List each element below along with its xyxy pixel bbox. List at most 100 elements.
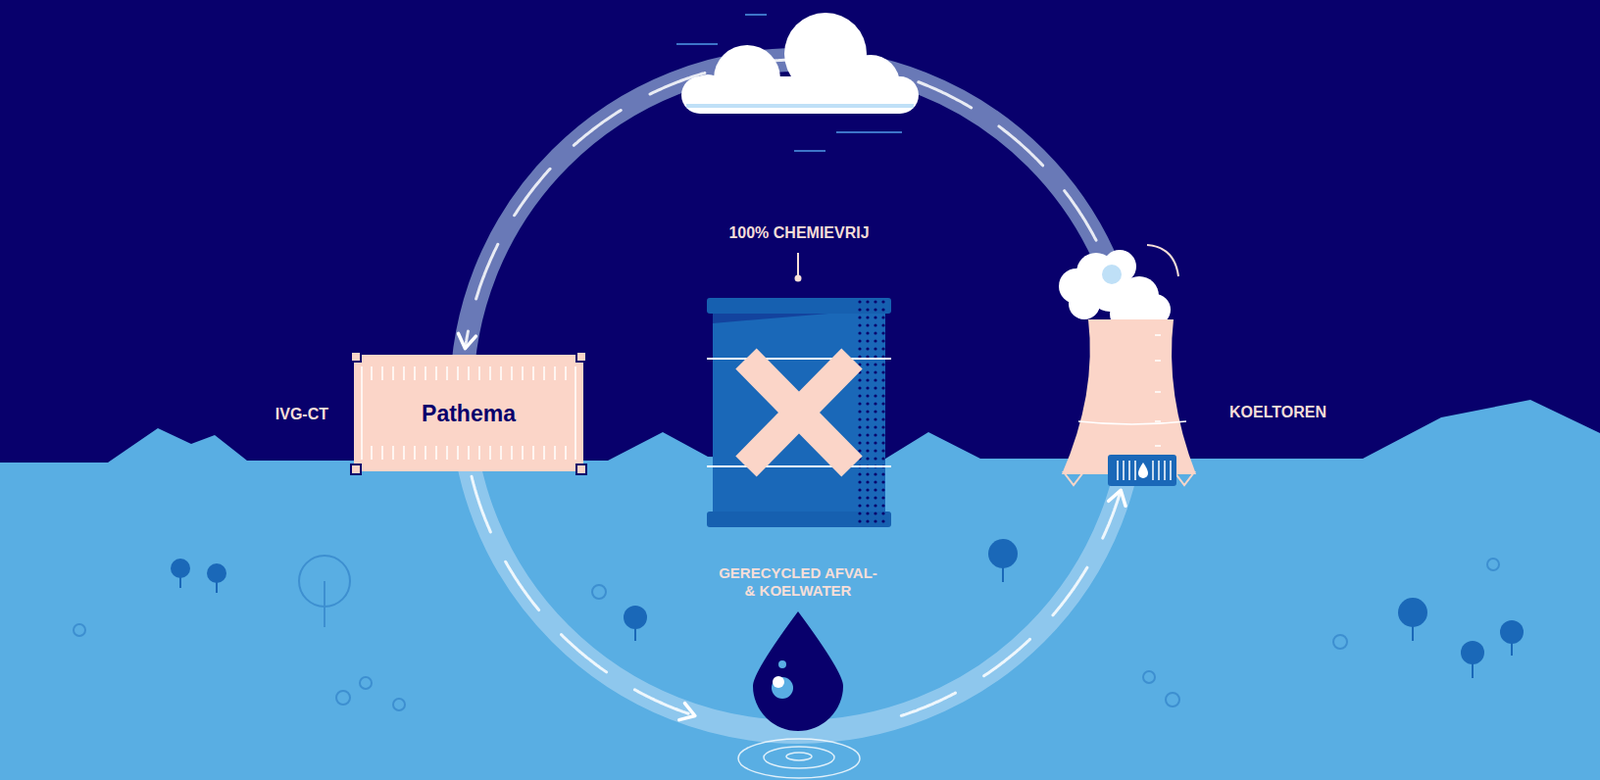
- barrel-body: [712, 307, 886, 518]
- cloud-lines: [676, 14, 902, 151]
- water-box: [1107, 454, 1177, 487]
- ripples: [738, 739, 860, 779]
- water-box-line: [1163, 460, 1166, 481]
- container-ridge: [435, 366, 438, 381]
- tower-mark: [1154, 359, 1161, 362]
- drop-bubble: [772, 676, 785, 689]
- container-ridge: [467, 366, 470, 381]
- cloud: [676, 12, 919, 151]
- container-ridge: [532, 366, 535, 381]
- cloud-shade: [686, 103, 914, 108]
- ripple: [738, 739, 860, 779]
- barrel-bottom-shade: [853, 511, 890, 528]
- drop-bubble: [771, 677, 794, 700]
- tower-mark: [1154, 445, 1161, 448]
- container-ridge: [456, 366, 459, 381]
- container-ridge: [532, 446, 535, 460]
- outline-tree-stem: [323, 581, 326, 628]
- drop-body: [752, 611, 844, 732]
- ring: [336, 691, 350, 705]
- container-ridge: [521, 366, 524, 381]
- container-ridge: [370, 366, 373, 381]
- container-ridge: [402, 446, 405, 460]
- container-ridge: [424, 366, 427, 381]
- cooling-tower: [1049, 245, 1201, 486]
- barrel-bottom: [706, 511, 892, 528]
- container-corner: [576, 351, 587, 362]
- container-ridge: [392, 366, 395, 381]
- side-label: KOELTOREN: [1229, 402, 1327, 422]
- container-ridge: [510, 446, 513, 460]
- steam-shade: [1101, 264, 1122, 285]
- cross-mark: [746, 358, 852, 467]
- container-ridge: [478, 366, 481, 381]
- ring: [359, 677, 372, 690]
- container-edge: [574, 366, 577, 460]
- tree-stem: [1510, 638, 1513, 656]
- container-body: [353, 354, 584, 472]
- container-ridge: [489, 366, 492, 381]
- cooling-tower-node: KOELTOREN: [1049, 245, 1201, 486]
- barrel-top-shade: [853, 298, 890, 314]
- container-corner: [350, 464, 361, 475]
- container-ridge: [521, 446, 524, 460]
- container-edge: [360, 366, 363, 460]
- chemical-barrel: [706, 298, 892, 528]
- water-box-line: [1116, 460, 1119, 481]
- tree-stem: [634, 623, 637, 642]
- water-box-line: [1169, 460, 1172, 481]
- cycle-arrow: [471, 476, 696, 716]
- container-ridge: [435, 446, 438, 460]
- container-ridge: [381, 446, 384, 460]
- tower-band: [1078, 421, 1187, 425]
- ring: [393, 699, 405, 711]
- water-box-line: [1134, 460, 1137, 481]
- water-box-line: [1157, 460, 1160, 481]
- barrel-hoop: [706, 357, 892, 360]
- tower-mark: [1154, 420, 1161, 423]
- drop-bubble: [778, 660, 787, 669]
- container-ridge: [543, 366, 546, 381]
- container-ridge: [564, 446, 567, 460]
- ring: [1165, 693, 1180, 707]
- ring: [592, 585, 606, 600]
- tower-mark: [1154, 334, 1161, 337]
- tree-stem: [215, 578, 218, 594]
- container-ridge: [456, 446, 459, 460]
- tree-stem: [1471, 658, 1474, 679]
- container-ridge: [564, 366, 567, 381]
- tree-stem: [1001, 560, 1004, 583]
- water-box-line: [1128, 460, 1131, 481]
- drop-label: GERECYCLED AFVAL-& KOELWATER: [713, 564, 883, 600]
- tower-body: [1061, 319, 1197, 475]
- leader-line: [797, 252, 800, 277]
- cycle-arrow: [464, 59, 1097, 350]
- ring: [1333, 635, 1348, 650]
- tower-mark: [1154, 391, 1161, 394]
- logo-text: Pathema: [353, 400, 584, 427]
- container-ridge: [424, 446, 427, 460]
- container-ridge: [392, 446, 395, 460]
- container-ridge: [500, 446, 502, 460]
- side-label: IVG-CT: [275, 403, 329, 423]
- water-drop-node: GERECYCLED AFVAL-& KOELWATER: [700, 564, 897, 736]
- ripple: [786, 752, 812, 761]
- callout-label: 100% CHEMIEVRIJ: [728, 223, 869, 243]
- tree-stem: [1411, 619, 1414, 642]
- cycle-arrow: [900, 490, 1121, 716]
- tree-stem: [179, 573, 182, 589]
- container-corner: [350, 351, 361, 362]
- barrel-top: [706, 298, 892, 314]
- container-ridge: [543, 446, 546, 460]
- shipping-container-node: IVG-CTPathema: [353, 354, 584, 472]
- container-ridge: [381, 366, 384, 381]
- water-box-line: [1122, 460, 1125, 481]
- water-box-line: [1151, 460, 1154, 481]
- leader-dot: [795, 275, 802, 283]
- container-ridge: [446, 366, 449, 381]
- steam-puff: [1068, 288, 1100, 320]
- bird-mark: [1147, 245, 1179, 277]
- container-ridge: [489, 446, 492, 460]
